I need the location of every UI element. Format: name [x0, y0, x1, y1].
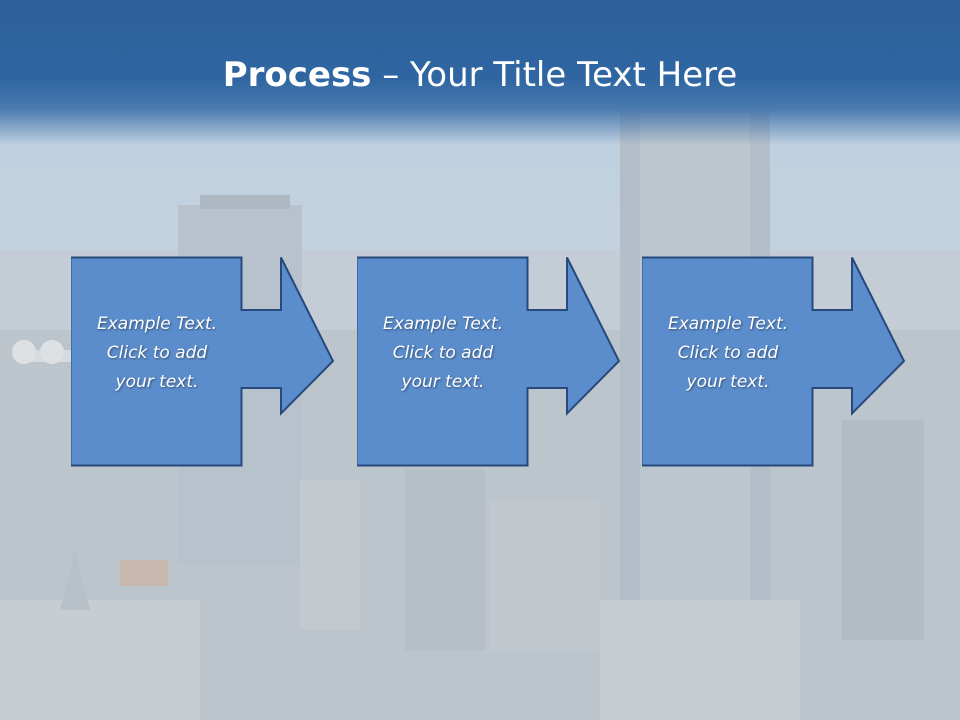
step-text[interactable]: Example Text. Click to add your text.: [667, 314, 789, 392]
arrow-box-shape: [642, 256, 906, 467]
step-text[interactable]: Example Text. Click to add your text.: [96, 314, 218, 392]
arrow-box-shape: [71, 256, 335, 467]
process-step-2[interactable]: Example Text. Click to add your text.: [357, 256, 621, 468]
step-text[interactable]: Example Text. Click to add your text.: [382, 314, 504, 392]
title-bar: [0, 0, 960, 145]
title-rest-part: – Your Title Text Here: [371, 55, 738, 95]
process-step-1[interactable]: Example Text. Click to add your text.: [71, 256, 335, 468]
arrow-box-shape: [357, 256, 621, 467]
title-bold-part: Process: [222, 55, 372, 95]
slide-title[interactable]: Process – Your Title Text Here: [0, 52, 960, 98]
process-step-3[interactable]: Example Text. Click to add your text.: [642, 256, 906, 468]
